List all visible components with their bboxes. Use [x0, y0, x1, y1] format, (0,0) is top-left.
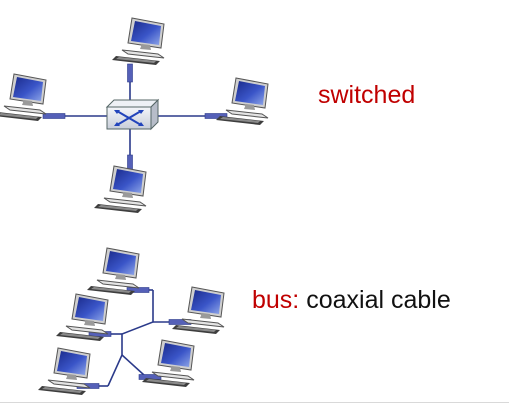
switched-label: switched: [318, 81, 416, 109]
bus-label: bus: coaxial cable: [252, 288, 451, 313]
connector-top: [127, 63, 133, 83]
bus-label-medium: coaxial cable: [306, 286, 451, 314]
bus-topology: [37, 247, 225, 396]
switched-topology: [0, 17, 269, 214]
desktop-computer-icon: [111, 17, 165, 66]
bus-trunk: [107, 290, 154, 387]
desktop-computer-icon: [0, 73, 47, 122]
divider: [0, 402, 509, 403]
desktop-computer-icon: [141, 339, 195, 388]
desktop-computer-icon: [215, 77, 269, 126]
connector-left: [42, 113, 66, 119]
network-switch-icon: [105, 98, 160, 131]
desktop-computer-icon: [171, 286, 225, 335]
bus-tap: [121, 354, 145, 376]
desktop-computer-icon: [93, 165, 147, 214]
bus-label-prefix: bus:: [252, 286, 300, 314]
